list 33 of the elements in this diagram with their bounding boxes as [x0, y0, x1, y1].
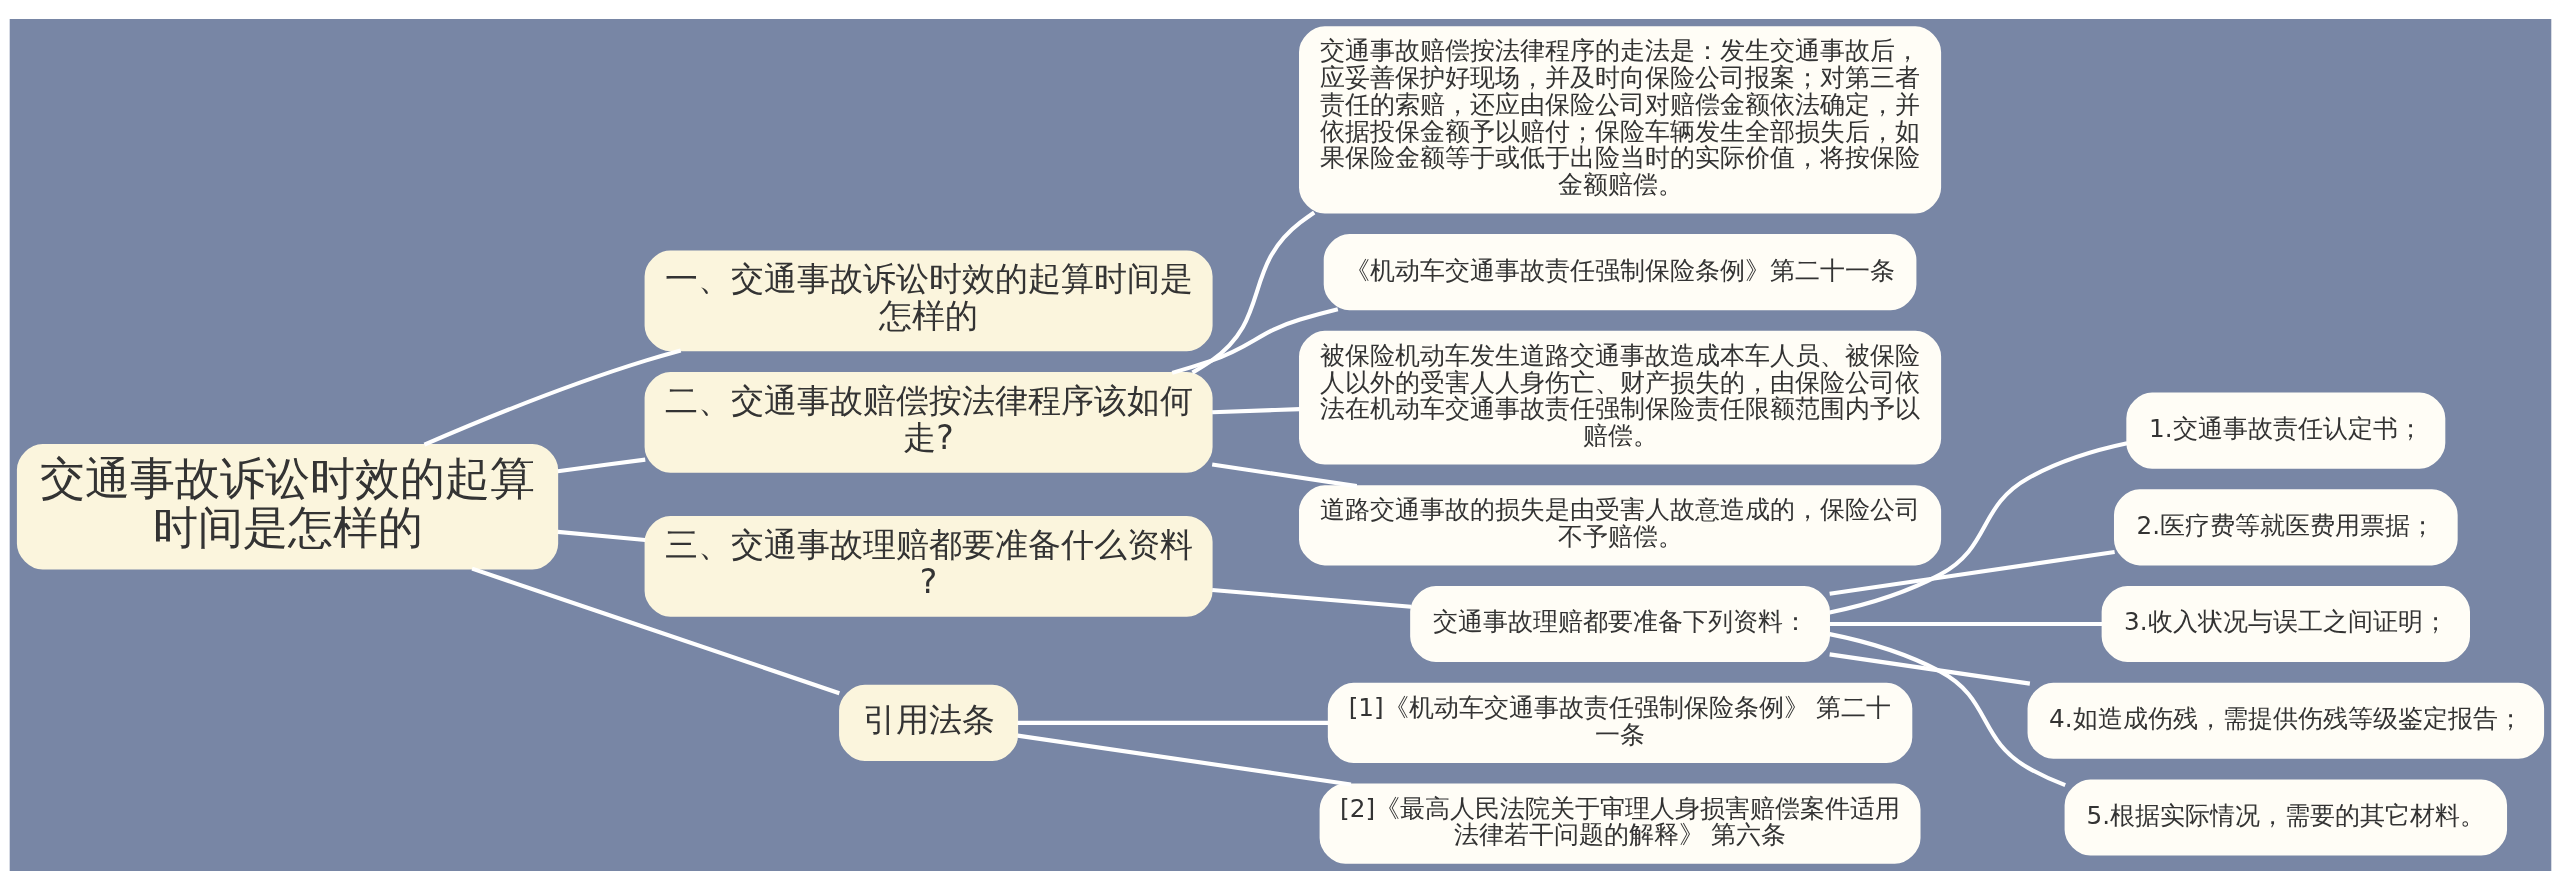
node-box: 交通事故诉讼时效的起算时间是怎样的 [16, 443, 558, 570]
connector [1016, 733, 1351, 787]
connector [1828, 652, 2030, 686]
node-box: 3.收入状况与误工之间证明； [2101, 585, 2470, 663]
node-box: 道路交通事故的损失是由受害人故意造成的，保险公司不予赔偿。 [1298, 485, 1941, 566]
connector [1190, 210, 1315, 375]
node-box: [1]《机动车交通事故责任强制保险条例》 第二十一条 [1327, 682, 1912, 763]
connector [423, 348, 681, 447]
node-box: 《机动车交通事故责任强制保险条例》第二十一条 [1323, 234, 1916, 311]
connector [1211, 587, 1411, 609]
node-box: 交通事故理赔都要准备下列资料： [1409, 585, 1830, 663]
connector [557, 529, 645, 543]
connector [1211, 407, 1300, 415]
connector [1171, 307, 1338, 375]
connector [1828, 550, 2115, 596]
node-box: 二、交通事故赔偿按法律程序该如何走? [644, 371, 1213, 473]
node-box: 2.医疗费等就医费用票据； [2113, 489, 2458, 566]
connector [1829, 622, 2102, 627]
node-box: 三、交通事故理赔都要准备什么资料? [644, 516, 1213, 617]
node-box: [2]《最高人民法院关于审理人身损害赔偿案件适用法律若干问题的解释》 第六条 [1319, 783, 1921, 864]
connector [1828, 441, 2128, 615]
connector [470, 566, 840, 696]
node-box: 引用法条 [838, 684, 1018, 761]
node-box: 1.交通事故责任认定书； [2125, 392, 2445, 469]
connector [1017, 720, 1329, 725]
node-box: 被保险机动车发生道路交通事故造成本车人员、被保险人以外的受害人人身伤亡、财产损失的，由保险公司依法在机动车交通事故责任强制保险责任限额范围内予以赔偿。 [1298, 330, 1941, 465]
node-box: 4.如造成伤残，需提供伤残等级鉴定报告； [2027, 682, 2544, 759]
node-box: 5.根据实际情况，需要的其它材料。 [2064, 779, 2507, 856]
node-box: 交通事故赔偿按法律程序的走法是：发生交通事故后，应妥善保护好现场，并及时向保险公司报案；对第三者责任的索赔，还应由保险公司对赔偿金额依法确定，并依据投保金额予以赔付；保险车辆发生全部损失后，如果保险金额等于或低于出险当时的实际价值，将按保险金额赔偿。 [1298, 26, 1941, 214]
connector [1211, 462, 1357, 489]
connector [557, 457, 646, 474]
node-box: 一、交通事故诉讼时效的起算时间是怎样的 [644, 250, 1213, 352]
connector [1828, 632, 2066, 788]
